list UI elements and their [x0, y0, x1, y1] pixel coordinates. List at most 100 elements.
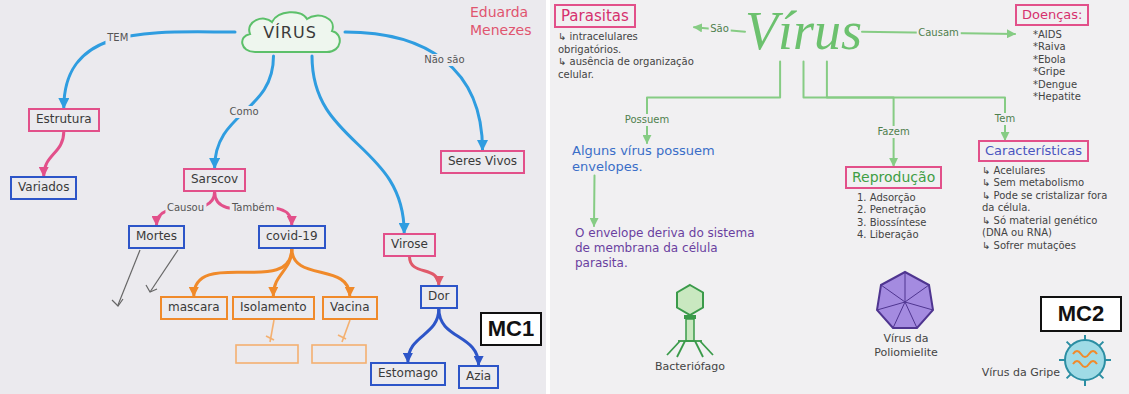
concept-text: Alguns vírus possuem envelopes. — [572, 143, 722, 176]
block-item: *Gripe — [1015, 66, 1089, 79]
empty-box — [312, 345, 366, 363]
connector — [64, 32, 235, 108]
edge-label-holder: São — [708, 23, 731, 35]
phage-head — [677, 285, 703, 315]
block-item: *Dengue — [1015, 79, 1089, 92]
polio-facet-lines — [877, 272, 933, 328]
concept-box: Variados — [10, 176, 77, 200]
edge-label-holder: Como — [228, 106, 261, 118]
connector — [292, 249, 350, 296]
author-name: Eduarda Menezes — [470, 4, 544, 39]
box-label: covid-19 — [266, 229, 318, 245]
connector — [647, 61, 780, 143]
central-concept: Vírus — [745, 2, 862, 61]
phage-leg — [695, 341, 703, 357]
box-label: Seres Vivos — [448, 154, 517, 170]
concept-box: covid-19 — [258, 225, 326, 249]
edge-label: Causou — [165, 202, 206, 214]
leader-tip — [146, 285, 157, 292]
empty-boxes — [236, 320, 366, 363]
concept-box: mascara — [160, 296, 228, 320]
concept-box: Azia — [458, 365, 499, 389]
edge-label: Possuem — [623, 114, 671, 126]
block-item: *Raiva — [1015, 41, 1089, 54]
tag-label: MC2 — [1058, 301, 1104, 327]
leader-line — [150, 250, 178, 292]
phage-tail — [686, 319, 694, 341]
edge-label: Causam — [916, 27, 961, 39]
flu-spike-lines — [1059, 335, 1111, 386]
empty-box — [236, 345, 298, 363]
block-heading: Reprodução — [845, 166, 942, 189]
caption-holder: Bacteriófago — [640, 360, 740, 374]
connector — [215, 192, 292, 225]
connector — [827, 61, 1005, 140]
block-item: 3. Biossíntese — [845, 217, 942, 230]
figure-caption: Vírus da Gripe — [970, 366, 1060, 380]
edge-label: Também — [230, 202, 277, 214]
edge-label: São — [708, 23, 731, 35]
paper-right — [550, 0, 1129, 394]
block-item: ↳ Sofrer mutações — [978, 240, 1113, 253]
flu-virus-figure — [1059, 335, 1111, 386]
phage-plate — [678, 340, 702, 342]
leader-line — [118, 250, 140, 305]
box-label: mascara — [168, 300, 220, 316]
edge-label-holder: Também — [230, 202, 277, 214]
connector — [410, 257, 439, 285]
figure-caption: Vírus da Poliomielite — [866, 332, 946, 360]
concept-box: Vacina — [322, 296, 378, 320]
poliovirus-figure — [877, 272, 933, 328]
edge-label: Fazem — [876, 126, 912, 138]
block-item: ↳ Sem metabolismo — [978, 177, 1113, 190]
block-item: *Hepatite — [1015, 91, 1089, 104]
edge-label-holder: Causou — [165, 202, 206, 214]
edge-label: Como — [228, 106, 261, 118]
tag-label: MC1 — [488, 316, 534, 342]
caption-holder: Eduarda Menezes — [470, 4, 544, 39]
flu-genome — [1073, 351, 1097, 367]
block-item: ↳ Só material genético (DNA ou RNA) — [978, 215, 1113, 240]
concept-block: Reprodução1. Adsorção2. Penetração3. Bio… — [845, 166, 942, 242]
box-label: Estomago — [378, 366, 438, 382]
block-item: ↳ intracelulares obrigatórios. — [554, 31, 694, 56]
connector — [215, 56, 274, 168]
figure-caption: Bacteriófago — [640, 360, 740, 374]
figure-tag: MC2 — [1040, 296, 1122, 332]
connector — [273, 249, 292, 296]
block-item: ↳ ausência de organização celular. — [554, 56, 694, 81]
leader-tip — [338, 335, 346, 339]
caption-holder: Vírus da Poliomielite — [866, 332, 946, 360]
connector — [408, 309, 439, 362]
block-heading: Parasitas — [554, 4, 636, 28]
phage-leg — [677, 341, 685, 357]
concept-text-line: Alguns vírus possuem envelopes. — [572, 143, 722, 176]
block-item: 4. Liberação — [845, 229, 942, 242]
block-item: ↳ Acelulares — [978, 165, 1113, 178]
box-label: Virose — [391, 237, 428, 253]
block-item: 1. Adsorção — [845, 192, 942, 205]
connector — [439, 309, 479, 365]
concept-box: Virose — [383, 233, 436, 257]
block-heading: Doenças: — [1015, 4, 1089, 26]
connector — [44, 132, 64, 176]
cloud-path — [242, 12, 340, 52]
concept-text: O envelope deriva do sistema de membrana… — [575, 226, 765, 271]
edge-label-holder: Fazem — [876, 126, 912, 138]
edge-label: Não são — [422, 54, 466, 66]
concept-box: Sarscov — [183, 168, 246, 192]
edge-label-holder: Tem — [993, 113, 1017, 125]
box-label: Sarscov — [191, 172, 238, 188]
box-label: Vacina — [330, 300, 370, 316]
concept-block: Doenças:*AIDS*Raiva*Ebola*Gripe*Dengue*H… — [1015, 4, 1089, 104]
connector — [593, 176, 596, 227]
edge-label-holder: Causam — [916, 27, 961, 39]
polio-shape — [877, 272, 933, 328]
box-label: Isolamento — [240, 300, 307, 316]
concept-box: Mortes — [128, 225, 185, 249]
concept-box: Estomago — [370, 362, 446, 386]
block-item: *AIDS — [1015, 29, 1089, 42]
block-item: ↳ Pode se cristalizar fora da célula. — [978, 190, 1113, 215]
leader-tip — [112, 299, 123, 306]
concept-block: Características↳ Acelulares↳ Sem metabol… — [978, 140, 1113, 252]
